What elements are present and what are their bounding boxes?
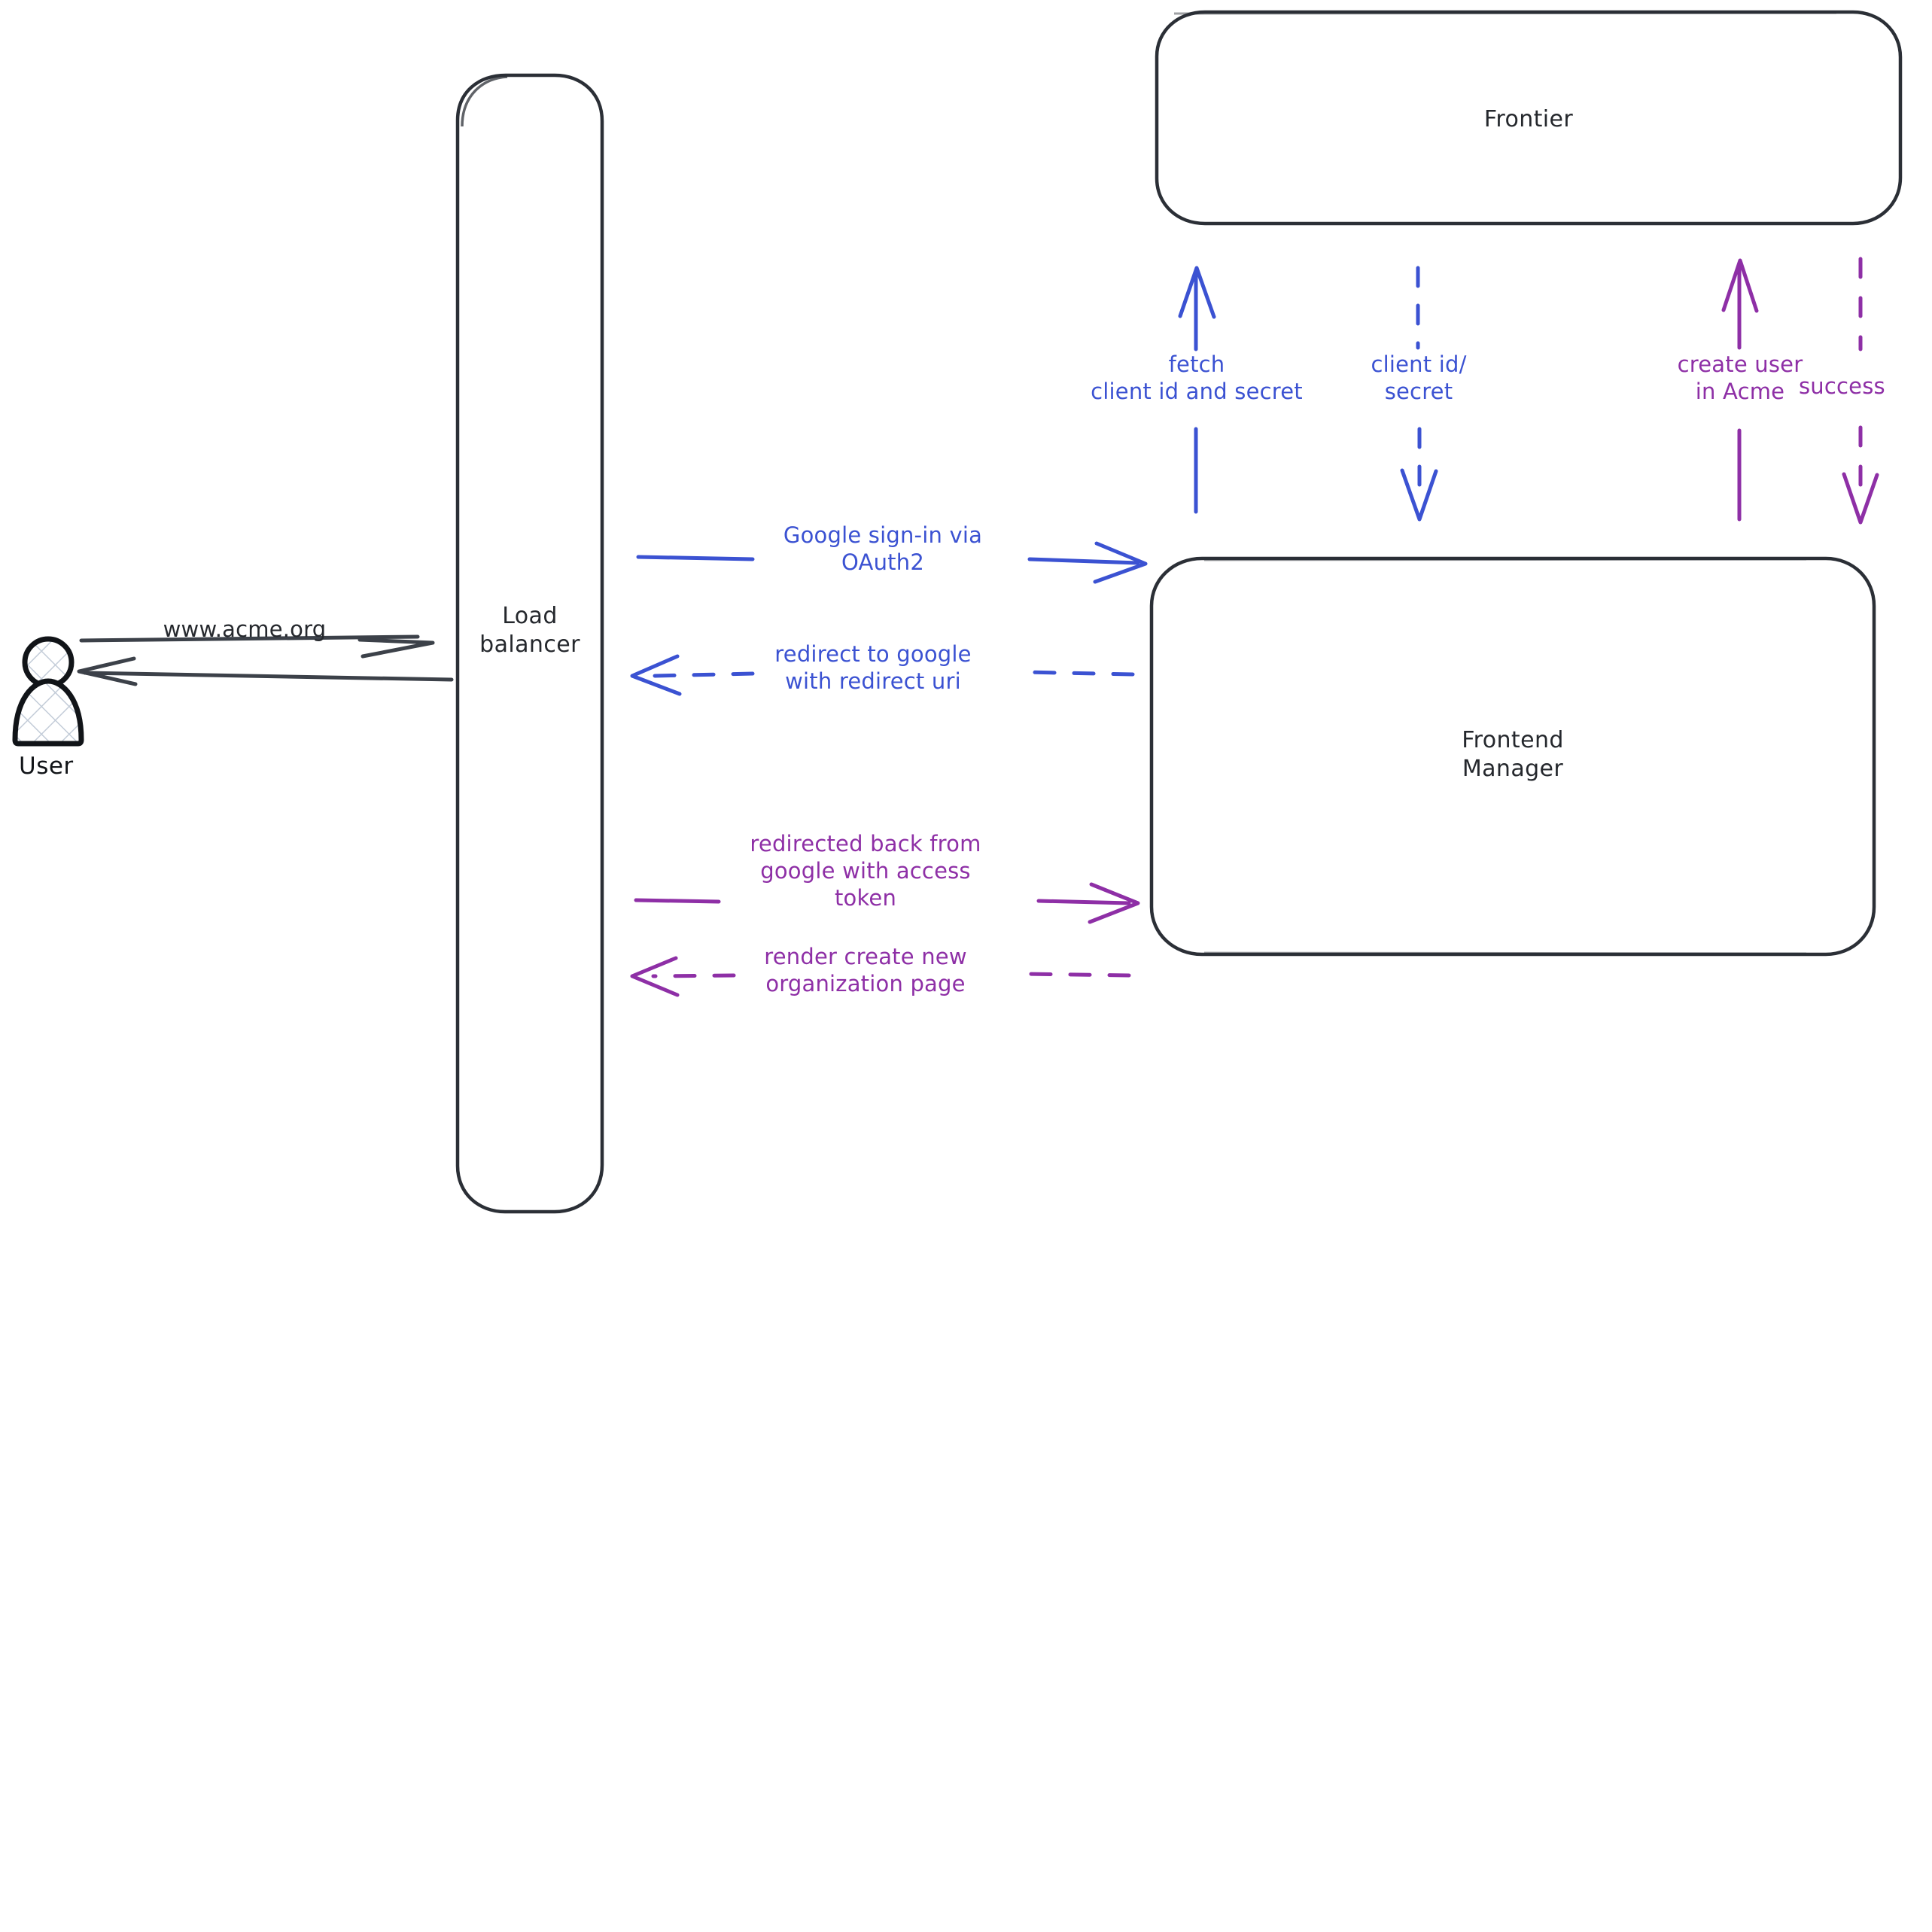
edge-label-fm-to-lb-redirect: redirect to google with redirect uri: [774, 641, 972, 694]
frontier-node-shape[interactable]: [1155, 10, 1903, 226]
edge-lb-to-user: [77, 656, 454, 686]
edge-fm-to-frontier-create-user: [1721, 258, 1759, 522]
edge-label-lb-to-fm-token: redirected back from google with access …: [750, 831, 981, 911]
user-actor-label: User: [19, 753, 74, 780]
edge-label-fm-to-frontier-fetch: fetch client id and secret: [1091, 351, 1303, 404]
edge-label-lb-to-fm-signin: Google sign-in via OAuth2: [783, 522, 983, 575]
load-balancer-label: Load balancer: [479, 603, 580, 658]
edge-label-fm-to-lb-render: render create new organization page: [764, 944, 967, 996]
edge-fm-to-lb-redirect: [630, 654, 1135, 696]
edge-user-to-lb: [79, 634, 435, 659]
load-balancer-node-shape[interactable]: [455, 73, 604, 1214]
frontend-manager-node-shape[interactable]: [1149, 556, 1876, 957]
edge-label-frontier-to-fm-credentials: client id/ secret: [1371, 351, 1467, 404]
frontend-manager-label: Frontend Manager: [1462, 727, 1564, 782]
diagram-vector-layer: [12, 10, 1903, 1214]
edge-label-frontier-to-fm-success: success: [1799, 373, 1885, 399]
edge-fm-to-frontier-fetch: [1178, 266, 1216, 514]
edge-fm-to-lb-render: [630, 956, 1131, 997]
user-actor-figure: [12, 636, 84, 747]
edge-label-fm-to-frontier-create-user: create user in Acme: [1677, 351, 1803, 404]
edge-frontier-to-fm-credentials: [1400, 266, 1438, 522]
edge-lb-to-fm-token: [634, 882, 1140, 924]
edge-frontier-to-fm-success: [1842, 257, 1879, 525]
edge-label-user-to-lb: www.acme.org: [163, 616, 327, 642]
edge-lb-to-fm-signin: [636, 541, 1148, 584]
frontier-label: Frontier: [1483, 106, 1574, 132]
